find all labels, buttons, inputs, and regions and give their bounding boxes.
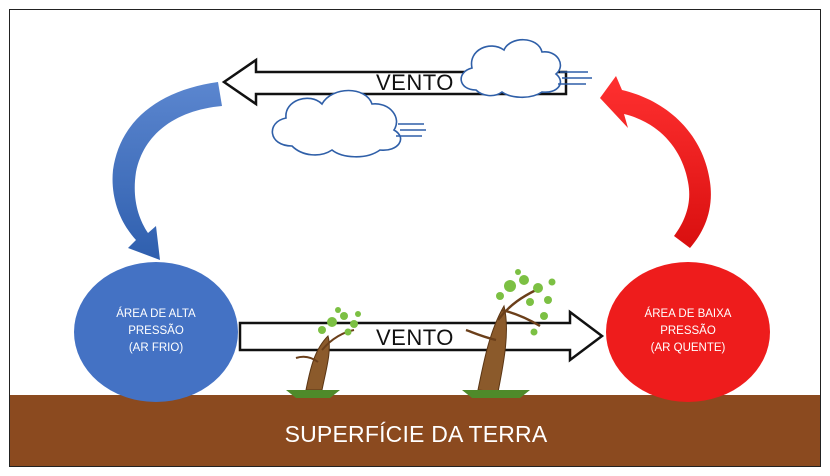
wind-diagram (10, 38, 820, 466)
low-pressure-area (606, 262, 770, 402)
tree-icon (286, 307, 361, 398)
cloud-icon (271, 89, 426, 158)
low-pressure-line-2: PRESSÃO (660, 325, 716, 337)
top-wind-label: VENTO (376, 70, 454, 95)
red-curved-arrow-icon (600, 76, 711, 248)
earth-surface (10, 395, 820, 466)
low-pressure-label: ÁREA DE BAIXA PRESSÃO (AR QUENTE) (626, 306, 750, 357)
ground-label: SUPERFÍCIE DA TERRA (284, 421, 548, 447)
tree-icon (462, 269, 556, 398)
high-pressure-label: ÁREA DE ALTA PRESSÃO (AR FRIO) (96, 306, 216, 357)
diagram-frame: VENTO VENTO ÁREA DE ALTA PRESSÃO (AR FRI… (9, 9, 821, 467)
blue-curved-arrow-icon (112, 82, 222, 260)
high-pressure-line-1: ÁREA DE ALTA (116, 308, 196, 320)
low-pressure-line-3: (AR QUENTE) (650, 342, 726, 354)
low-pressure-line-1: ÁREA DE BAIXA (644, 308, 732, 320)
high-pressure-area (74, 262, 238, 402)
cloud-icon (460, 38, 592, 99)
high-pressure-line-2: PRESSÃO (128, 325, 184, 337)
bottom-wind-label: VENTO (376, 325, 454, 350)
high-pressure-line-3: (AR FRIO) (128, 342, 184, 354)
